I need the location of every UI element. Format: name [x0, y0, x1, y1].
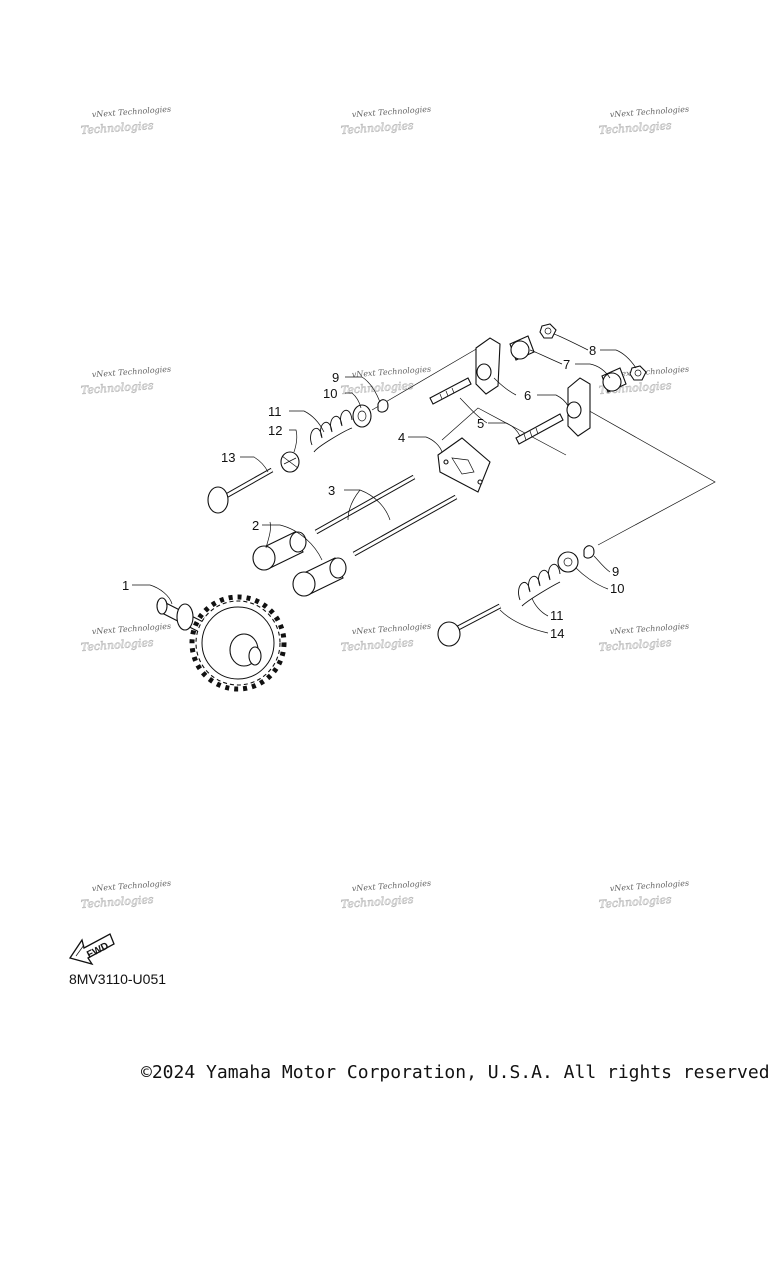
callout-labels: 1 2 3 4 5 6 7 8 9 10 11 12 13 9 10 11 14 — [122, 343, 624, 641]
callout-9-lower: 9 — [612, 564, 619, 579]
intake-valve — [207, 467, 274, 514]
svg-text:Technologies: Technologies — [340, 636, 414, 654]
svg-text:FWD: FWD — [85, 941, 110, 961]
svg-text:vNext Technologies: vNext Technologies — [351, 879, 431, 894]
callout-4: 4 — [398, 430, 405, 445]
watermark: vNext Technologies Technologies — [80, 622, 171, 655]
watermark: vNext Technologies Technologies — [340, 879, 431, 912]
diagram-code: 8MV3110-U051 — [69, 971, 167, 987]
stud-bolt — [515, 413, 564, 445]
callout-1: 1 — [122, 578, 129, 593]
guide-plate — [437, 437, 491, 493]
svg-text:vNext Technologies: vNext Technologies — [351, 105, 431, 120]
svg-text:vNext Technologies: vNext Technologies — [91, 365, 171, 380]
callout-9: 9 — [332, 370, 339, 385]
spring-retainer — [557, 551, 579, 573]
watermark: vNext Technologies Technologies — [80, 105, 171, 138]
callout-10-lower: 10 — [610, 581, 624, 596]
svg-text:vNext Technologies: vNext Technologies — [351, 622, 431, 637]
push-rod — [352, 494, 458, 557]
svg-text:vNext Technologies: vNext Technologies — [91, 622, 171, 637]
watermark: vNext Technologies Technologies — [80, 365, 171, 398]
rocker-arm — [566, 377, 591, 437]
svg-text:Technologies: Technologies — [598, 119, 672, 137]
callout-12: 12 — [268, 423, 282, 438]
callout-10: 10 — [323, 386, 337, 401]
svg-text:Technologies: Technologies — [80, 893, 154, 911]
callout-13: 13 — [221, 450, 235, 465]
svg-text:vNext Technologies: vNext Technologies — [609, 622, 689, 637]
callout-5: 5 — [477, 416, 484, 431]
valve-adjuster — [509, 335, 535, 361]
svg-text:Technologies: Technologies — [80, 379, 154, 397]
watermark: vNext Technologies Technologies — [598, 622, 689, 655]
callout-6: 6 — [524, 388, 531, 403]
svg-text:Technologies: Technologies — [340, 893, 414, 911]
svg-text:Technologies: Technologies — [340, 379, 414, 397]
svg-text:Technologies: Technologies — [340, 119, 414, 137]
callout-2: 2 — [252, 518, 259, 533]
nut-icon — [539, 323, 557, 339]
watermark: vNext Technologies Technologies — [340, 622, 431, 655]
valve-lifter — [252, 531, 307, 571]
svg-text:Technologies: Technologies — [80, 119, 154, 137]
valve-spring — [310, 409, 353, 453]
camshaft-gear — [156, 594, 287, 692]
callout-3: 3 — [328, 483, 335, 498]
svg-text:vNext Technologies: vNext Technologies — [609, 105, 689, 120]
valve-stem-seal — [280, 451, 300, 473]
valve-adjuster — [601, 367, 627, 393]
stud-bolt — [429, 377, 472, 405]
callout-8: 8 — [589, 343, 596, 358]
callout-11-lower: 11 — [550, 608, 564, 623]
rocker-arm — [475, 337, 501, 395]
callout-7: 7 — [563, 357, 570, 372]
callout-14: 14 — [550, 626, 564, 641]
valve-keeper — [377, 399, 389, 413]
watermark: vNext Technologies Technologies — [340, 105, 431, 138]
exhaust-valve — [437, 603, 502, 647]
gear-icon — [189, 594, 287, 692]
assembly-lines — [371, 347, 716, 546]
svg-text:vNext Technologies: vNext Technologies — [91, 879, 171, 894]
copyright-notice: ©2024 Yamaha Motor Corporation, U.S.A. A… — [141, 1062, 768, 1083]
svg-text:Technologies: Technologies — [598, 893, 672, 911]
svg-text:Technologies: Technologies — [80, 636, 154, 654]
nut-icon — [629, 365, 647, 381]
callout-11: 11 — [268, 404, 282, 419]
valve-lifter — [292, 557, 347, 597]
svg-text:vNext Technologies: vNext Technologies — [609, 879, 689, 894]
leader-lines — [132, 333, 637, 634]
watermark: vNext Technologies Technologies — [598, 105, 689, 138]
svg-text:vNext Technologies: vNext Technologies — [351, 365, 431, 380]
watermark: vNext Technologies Technologies — [598, 879, 689, 912]
valve-keeper — [583, 545, 595, 559]
valve-spring — [518, 563, 561, 607]
svg-text:vNext Technologies: vNext Technologies — [91, 105, 171, 120]
watermark: vNext Technologies Technologies — [80, 879, 171, 912]
svg-text:Technologies: Technologies — [598, 636, 672, 654]
push-rod — [314, 474, 416, 535]
watermark: vNext Technologies Technologies — [340, 365, 431, 398]
watermark-layer: vNext Technologies Technologies vNext Te… — [80, 105, 689, 912]
fwd-arrow-icon: FWD — [68, 933, 115, 966]
spring-retainer — [352, 404, 372, 428]
